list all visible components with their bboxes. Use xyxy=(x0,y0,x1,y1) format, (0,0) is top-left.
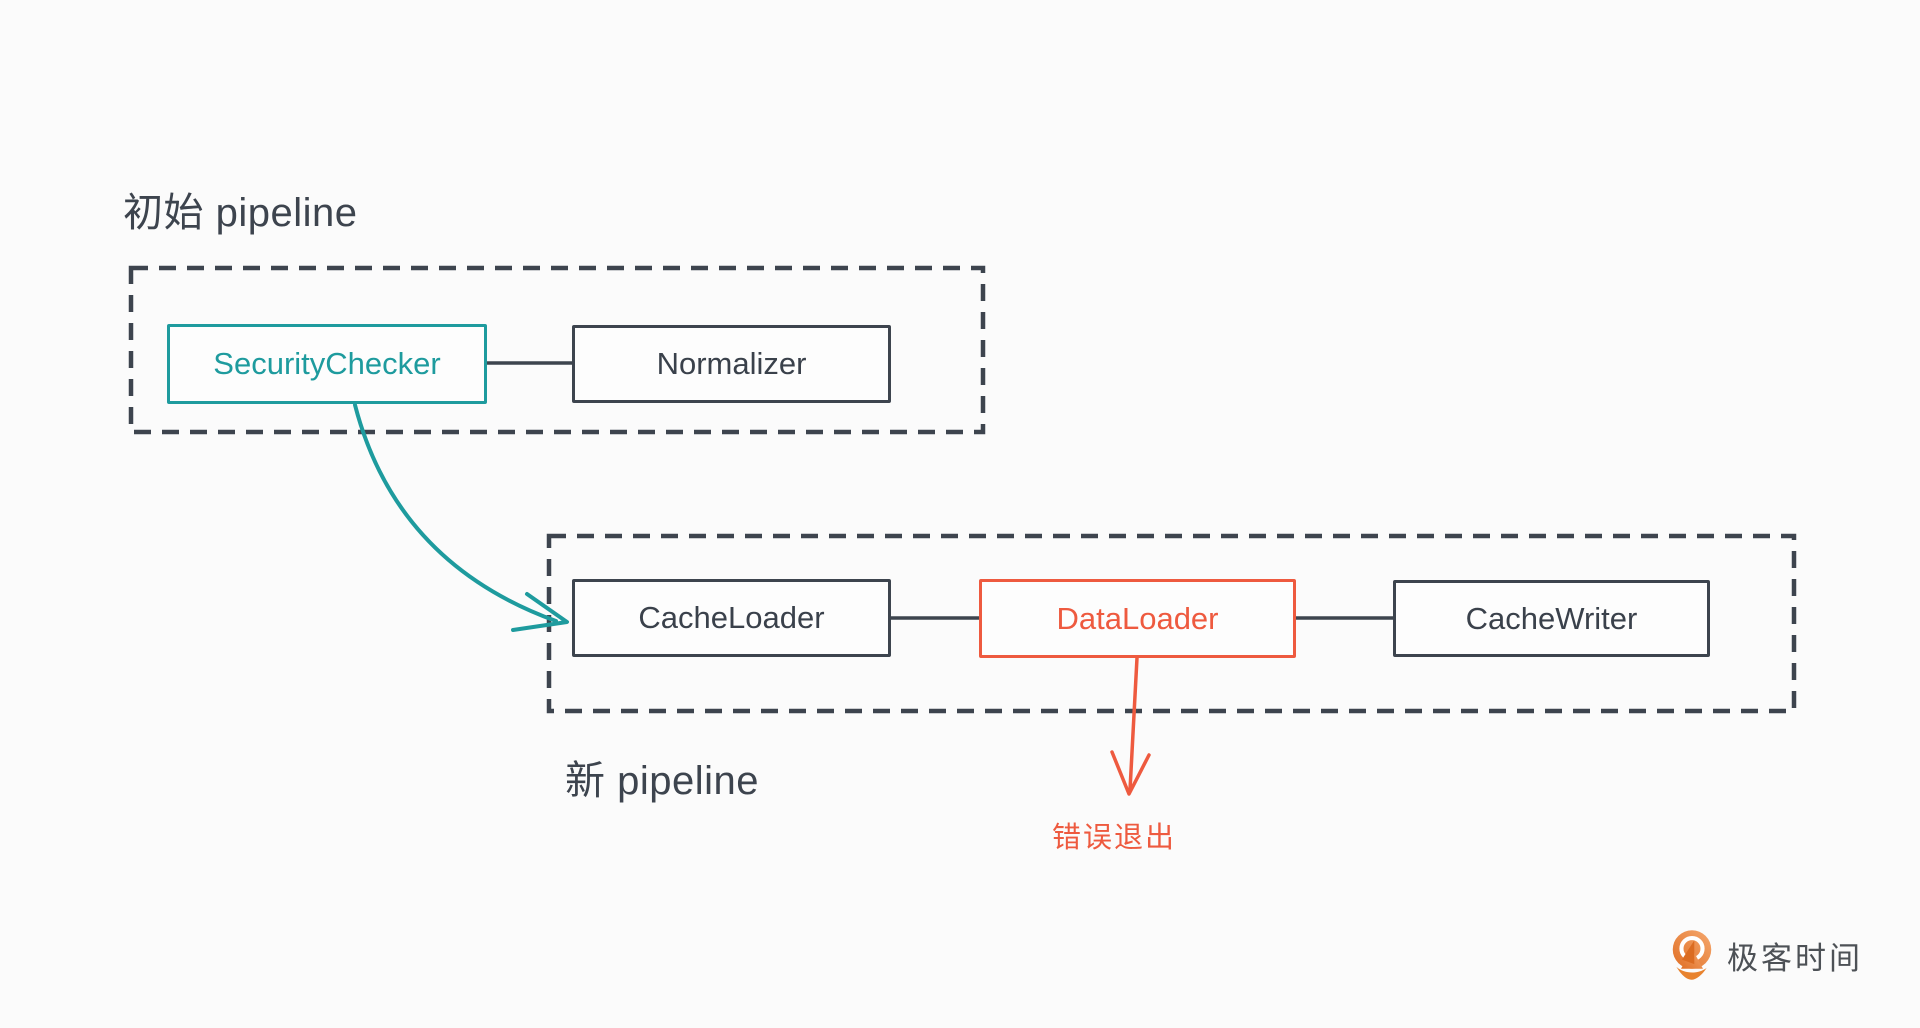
node-dataloader: DataLoader xyxy=(979,579,1296,658)
geektime-logo-text: 极客时间 xyxy=(1727,940,1863,976)
node-dataloader-label: DataLoader xyxy=(1056,600,1219,636)
node-cachewriter: CacheWriter xyxy=(1393,580,1710,657)
geektime-logo-icon xyxy=(1672,930,1712,980)
node-cachewriter-label: CacheWriter xyxy=(1465,600,1638,636)
node-securitychecker-label: SecurityChecker xyxy=(213,346,441,381)
node-securitychecker: SecurityChecker xyxy=(167,324,487,404)
error-exit-arrow-line xyxy=(1128,656,1139,792)
node-normalizer: Normalizer xyxy=(572,325,891,403)
initial-pipeline-title: 初始 pipeline xyxy=(123,191,358,235)
initial-pipeline-dashed-border xyxy=(128,265,986,435)
error-exit-arrow-head-icon xyxy=(1110,750,1151,796)
node-cacheloader: CacheLoader xyxy=(572,579,891,657)
reroute-arrow-curve xyxy=(353,403,558,623)
node-cacheloader-label: CacheLoader xyxy=(638,600,825,635)
node-normalizer-label: Normalizer xyxy=(656,346,807,381)
error-exit-label: 错误退出 xyxy=(1052,822,1177,854)
reroute-arrow-head-icon xyxy=(511,592,569,632)
new-pipeline-title: 新 pipeline xyxy=(565,759,760,803)
geektime-logo: 极客时间 xyxy=(1670,928,1863,982)
